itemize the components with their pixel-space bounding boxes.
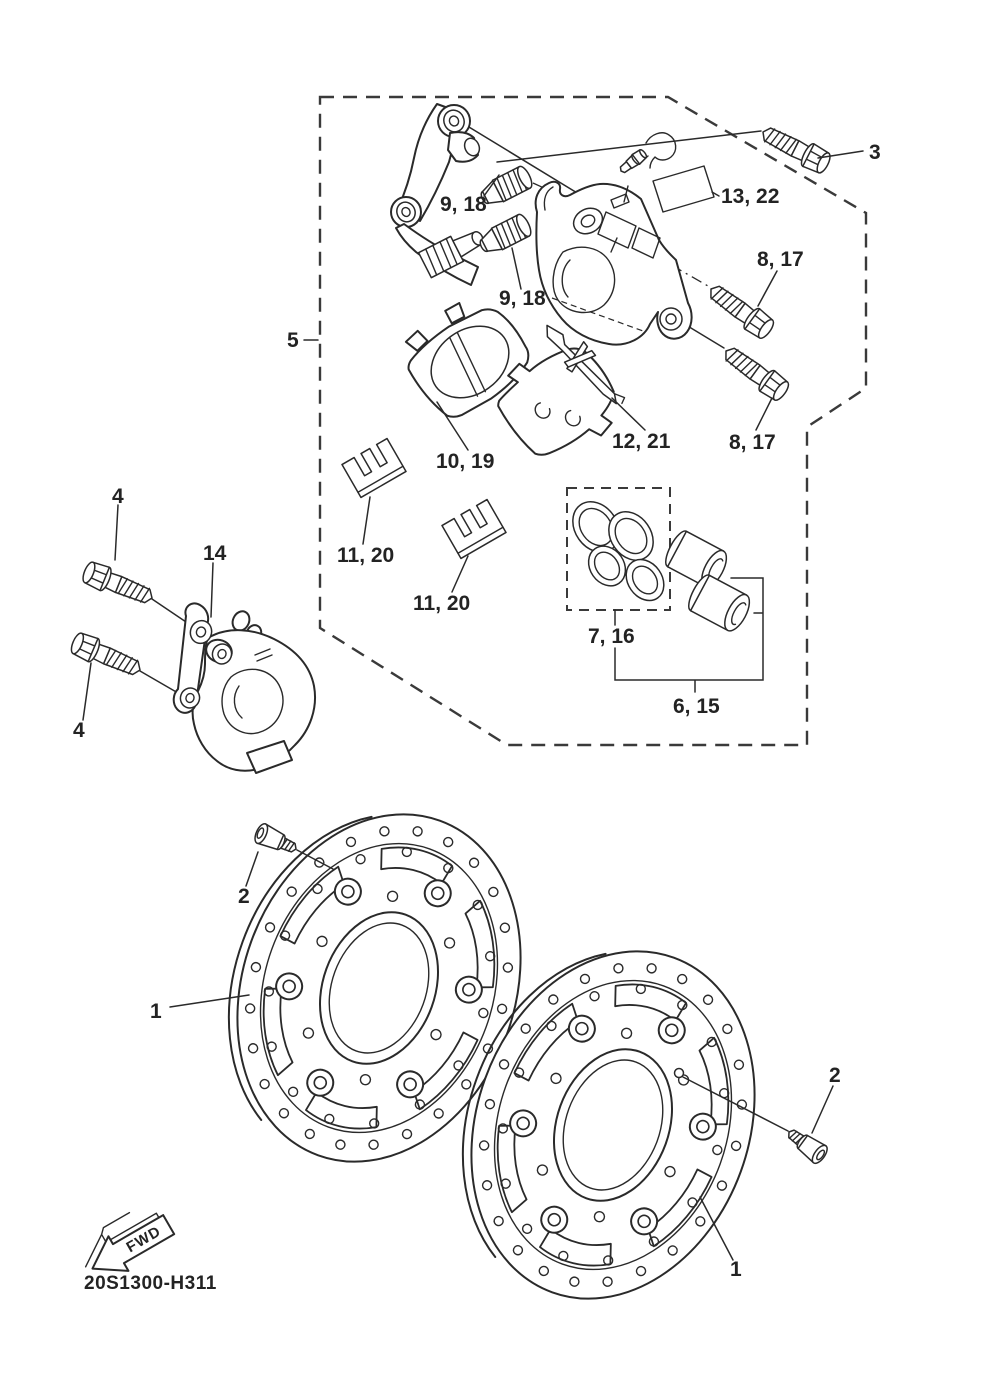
pad-bolt-upper: [702, 278, 778, 343]
callout-boundary: 5: [287, 329, 299, 352]
caliper-body-right: [534, 180, 693, 346]
mount-bolt-upper: [756, 120, 835, 177]
callout-boot-lower: 9, 18: [499, 287, 546, 310]
callout-piston-set: 6, 15: [673, 695, 720, 718]
leader-lines: [82, 150, 864, 721]
callout-mount-bolt-upper: 3: [869, 141, 881, 164]
caliper-bolt-lower-left: [67, 629, 146, 683]
caliper-body-left: [172, 602, 316, 774]
piston-bracket-lines: [614, 577, 764, 693]
caliper-assembly-boundary: [303, 95, 868, 747]
callout-brake-pad-kit: 10, 19: [436, 450, 494, 473]
pad-shim-upper: [341, 437, 407, 499]
callout-disc-bolt-right: 2: [829, 1064, 841, 1087]
disc-bolt-right: [782, 1122, 831, 1167]
drawing-number: 20S1300-H311: [84, 1273, 217, 1294]
callout-labels: 9, 18 9, 18 13, 22 3 8, 17 8, 17 12, 21 …: [73, 141, 881, 1281]
callout-bleed-screw-kit: 13, 22: [721, 185, 779, 208]
caliper-assembly-left: [67, 558, 316, 774]
bleed-screw-kit: [619, 132, 720, 213]
callout-seal-kit: 7, 16: [588, 625, 635, 648]
callout-caliper-left: 14: [203, 542, 227, 565]
callout-caliper-bolt-upper-left: 4: [112, 485, 124, 508]
callout-pad-shim-upper: 11, 20: [337, 544, 394, 567]
seal-kit: [566, 487, 671, 611]
disc-bolt-left: [251, 821, 302, 860]
callout-caliper-bolt-lower-left: 4: [73, 719, 85, 742]
caliper-bolt-upper-left: [79, 558, 158, 611]
slide-pin-boot-lower: [475, 211, 535, 259]
callout-pad-spring: 12, 21: [612, 430, 671, 453]
callout-pad-shim-lower: 11, 20: [413, 592, 470, 615]
disc-right-callout-lines: [673, 1067, 834, 1261]
brake-pad-outer: [404, 302, 530, 418]
callout-disc-bolt-left: 2: [238, 885, 250, 908]
disc-left-callout-lines: [169, 849, 334, 1008]
pad-bolt-lower: [717, 340, 793, 405]
caliper-bracket: [390, 103, 484, 286]
pad-shim-lower: [441, 498, 507, 560]
pad-spring: [546, 324, 626, 405]
callout-disc-right: 1: [730, 1258, 742, 1281]
callout-pad-bolt-lower: 8, 17: [729, 431, 776, 454]
callout-pad-bolt-upper: 8, 17: [757, 248, 804, 271]
callout-boot-upper: 9, 18: [440, 193, 487, 216]
callout-disc-left: 1: [150, 1000, 162, 1023]
